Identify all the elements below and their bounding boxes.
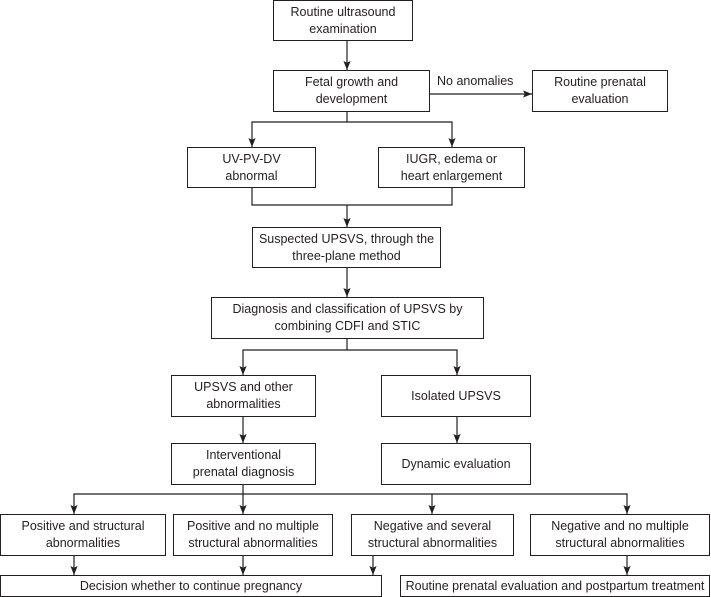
node-interventional-diagnosis: Interventional prenatal diagnosis	[171, 443, 316, 485]
node-label: Routine ultrasound examination	[290, 4, 396, 36]
node-iugr-edema-heart: IUGR, edema or heart enlargement	[378, 147, 525, 188]
node-suspected-upsvs: Suspected UPSVS, through the three-plane…	[252, 227, 441, 268]
node-label: IUGR, edema or heart enlargement	[400, 151, 503, 183]
node-label: Interventional prenatal diagnosis	[192, 448, 295, 479]
node-routine-prenatal-evaluation: Routine prenatal evaluation	[532, 70, 668, 112]
node-uv-pv-dv-abnormal: UV-PV-DV abnormal	[187, 147, 316, 188]
node-label: Negative and no multiple structural abno…	[551, 519, 689, 550]
node-upsvs-other-abnormalities: UPSVS and other abnormalities	[171, 375, 316, 417]
node-routine-ultrasound: Routine ultrasound examination	[273, 0, 413, 41]
node-isolated-upsvs: Isolated UPSVS	[381, 375, 531, 417]
node-label: Suspected UPSVS, through the three-plane…	[258, 231, 435, 263]
node-label: Positive and structural abnormalities	[21, 519, 145, 550]
node-outcome-negative-several: Negative and several structural abnormal…	[351, 514, 514, 556]
node-fetal-growth: Fetal growth and development	[273, 70, 430, 112]
connector-findings-merge	[251, 187, 453, 206]
node-outcome-positive-no-multiple: Positive and no multiple structural abno…	[173, 514, 333, 556]
node-routine-evaluation-postpartum: Routine prenatal evaluation and postpart…	[400, 575, 710, 597]
node-label: UPSVS and other abnormalities	[194, 380, 293, 411]
node-label: Decision whether to continue pregnancy	[79, 578, 303, 593]
node-label: Positive and no multiple structural abno…	[186, 519, 320, 550]
node-outcome-negative-no-multiple: Negative and no multiple structural abno…	[530, 514, 710, 556]
node-dynamic-evaluation: Dynamic evaluation	[381, 443, 531, 485]
node-outcome-positive-structural: Positive and structural abnormalities	[0, 514, 166, 556]
node-decision-continue-pregnancy: Decision whether to continue pregnancy	[0, 575, 382, 597]
node-label: Dynamic evaluation	[401, 456, 511, 471]
edge-label-no-anomalies: No anomalies	[437, 74, 514, 88]
node-label: UV-PV-DV abnormal	[222, 151, 281, 183]
node-label: Diagnosis and classification of UPSVS by…	[232, 302, 463, 333]
node-label: Fetal growth and development	[304, 75, 399, 106]
node-diagnosis-classification: Diagnosis and classification of UPSVS by…	[211, 297, 484, 339]
node-label: Isolated UPSVS	[411, 388, 501, 403]
node-label: Routine prenatal evaluation and postpart…	[405, 578, 705, 593]
node-label: Routine prenatal evaluation	[554, 75, 646, 106]
node-label: Negative and several structural abnormal…	[367, 519, 498, 550]
